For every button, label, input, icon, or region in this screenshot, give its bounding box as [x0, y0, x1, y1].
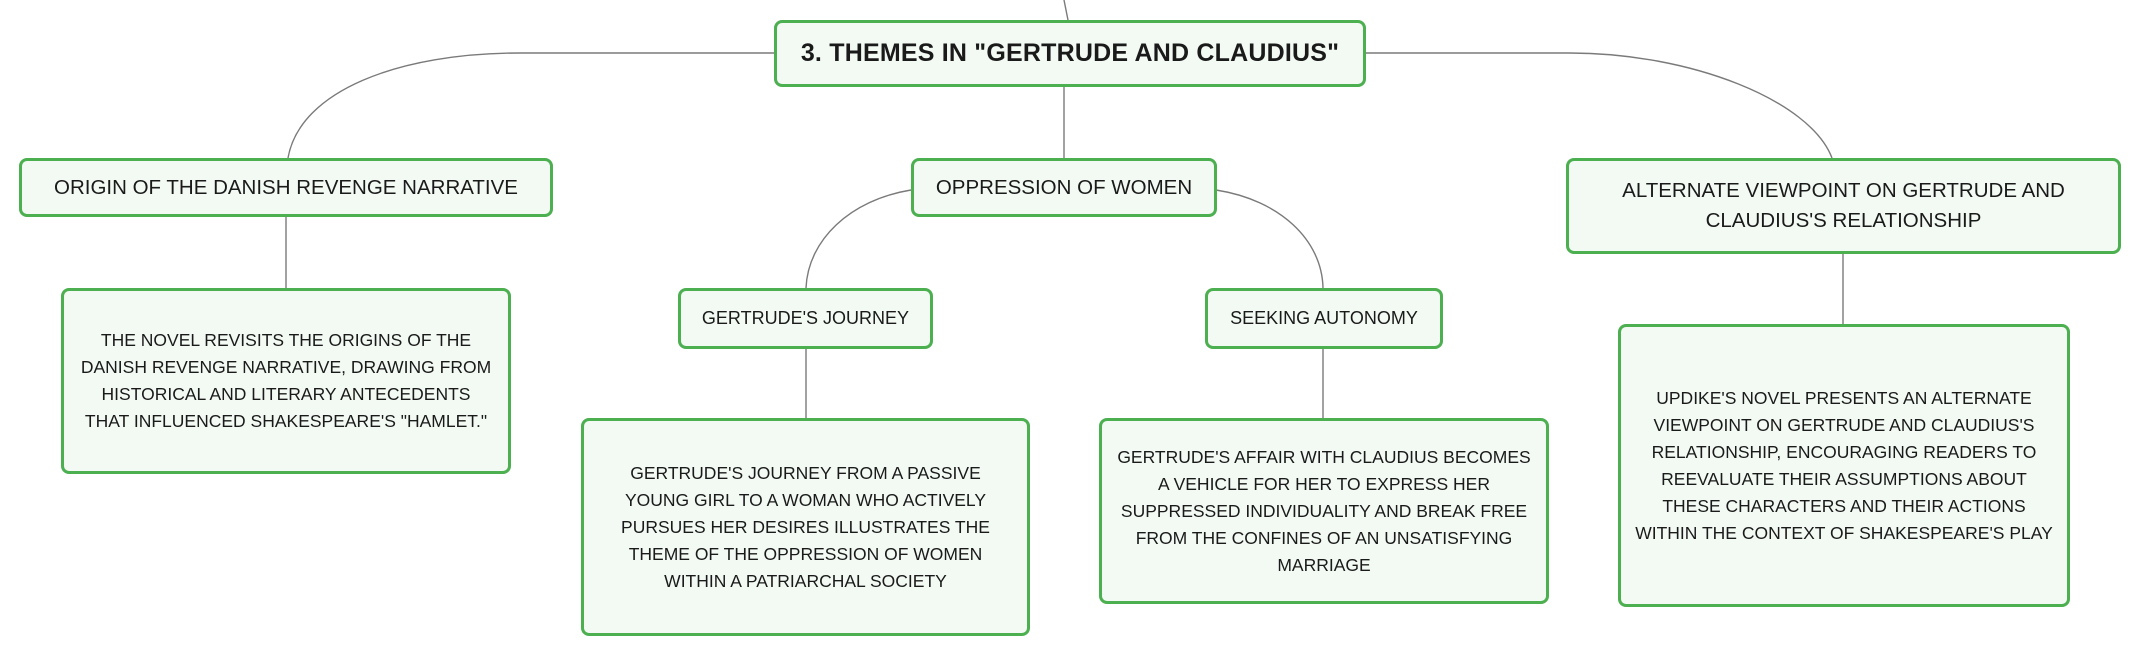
subtopic-journey-label: GERTRUDE'S JOURNEY: [701, 308, 910, 328]
topic-origin-label: ORIGIN OF THE DANISH REVENGE NARRATIVE: [54, 175, 518, 199]
topic-origin-node[interactable]: ORIGIN OF THE DANISH REVENGE NARRATIVE: [19, 158, 553, 217]
alternate-detail-node[interactable]: UPDIKE'S NOVEL PRESENTS AN ALTERNATE VIE…: [1618, 324, 2070, 607]
topic-oppression-node[interactable]: OPPRESSION OF WOMEN: [911, 158, 1217, 217]
autonomy-detail-node[interactable]: GERTRUDE'S AFFAIR WITH CLAUDIUS BECOMES …: [1099, 418, 1549, 604]
origin-detail-node[interactable]: THE NOVEL REVISITS THE ORIGINS OF THE DA…: [61, 288, 511, 474]
journey-detail-node[interactable]: GERTRUDE'S JOURNEY FROM A PASSIVE YOUNG …: [581, 418, 1030, 636]
topic-alternate-node[interactable]: ALTERNATE VIEWPOINT ON GERTRUDE AND CLAU…: [1566, 158, 2121, 254]
subtopic-autonomy-label: SEEKING AUTONOMY: [1230, 308, 1418, 328]
autonomy-detail-text: GERTRUDE'S AFFAIR WITH CLAUDIUS BECOMES …: [1117, 446, 1531, 575]
connector-oppression-autonomy: [1215, 189, 1324, 289]
alternate-detail-text: UPDIKE'S NOVEL PRESENTS AN ALTERNATE VIE…: [1635, 387, 2053, 543]
origin-detail-text: THE NOVEL REVISITS THE ORIGINS OF THE DA…: [80, 330, 492, 431]
journey-detail-text: GERTRUDE'S JOURNEY FROM A PASSIVE YOUNG …: [621, 462, 990, 591]
subtopic-autonomy-node[interactable]: SEEKING AUTONOMY: [1205, 288, 1443, 349]
topic-oppression-label: OPPRESSION OF WOMEN: [935, 175, 1193, 199]
connector-root-parent: [1063, 0, 1069, 21]
topic-alternate-label: ALTERNATE VIEWPOINT ON GERTRUDE AND CLAU…: [1622, 179, 2065, 232]
connector-root-origin: [287, 52, 774, 159]
subtopic-journey-node[interactable]: GERTRUDE'S JOURNEY: [678, 288, 933, 349]
root-topic-label: 3. THEMES IN "GERTRUDE AND CLAUDIUS": [800, 39, 1340, 67]
connector-oppression-journey: [805, 189, 912, 289]
connector-root-alternate: [1366, 52, 1833, 159]
root-topic-node[interactable]: 3. THEMES IN "GERTRUDE AND CLAUDIUS": [774, 20, 1366, 87]
